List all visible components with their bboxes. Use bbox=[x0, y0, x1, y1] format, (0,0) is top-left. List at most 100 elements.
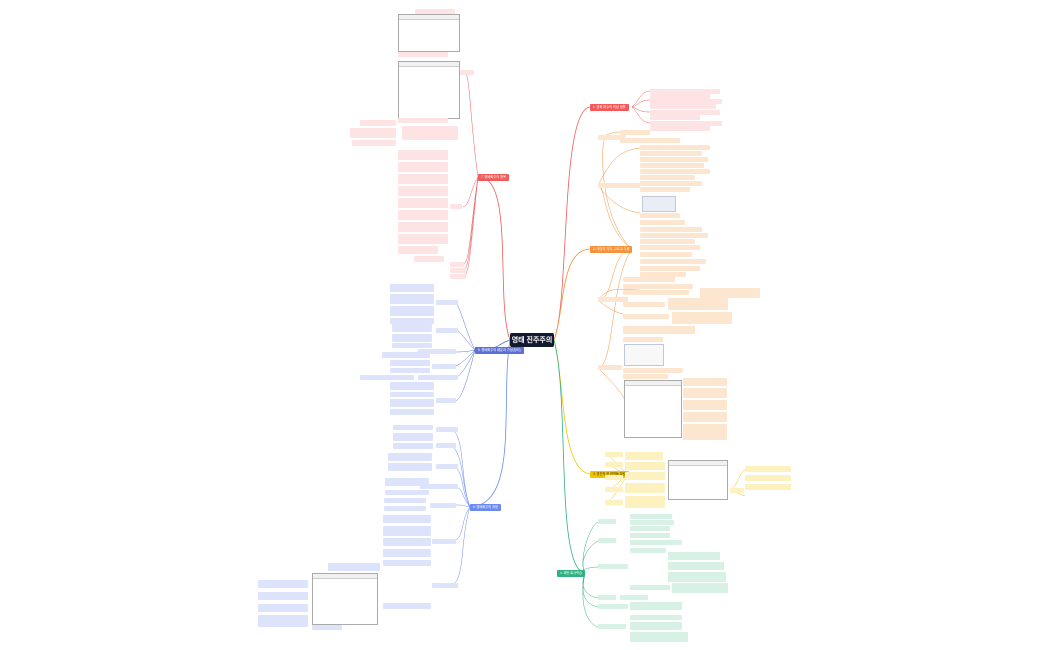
leaf bbox=[258, 604, 308, 612]
branch-6[interactable]: 6. 명배화주의 과정 bbox=[470, 504, 501, 511]
leaf bbox=[668, 552, 720, 560]
leaf bbox=[630, 520, 674, 525]
embedded-table bbox=[668, 460, 728, 500]
connector-b6 bbox=[469, 339, 511, 508]
leaf bbox=[672, 583, 728, 593]
leaf bbox=[390, 318, 434, 324]
embedded-diagram bbox=[624, 344, 664, 366]
leaf bbox=[650, 110, 720, 115]
leaf bbox=[450, 268, 466, 273]
leaf bbox=[623, 368, 683, 373]
leaf bbox=[398, 118, 448, 123]
branch-1[interactable]: 1. 영화 파수의 이십 생활 bbox=[590, 104, 629, 111]
leaf bbox=[258, 615, 308, 627]
leaf bbox=[745, 484, 791, 490]
leaf bbox=[258, 580, 308, 588]
leaf bbox=[623, 302, 665, 307]
leaf bbox=[384, 498, 426, 503]
leaf bbox=[393, 443, 433, 449]
leaf bbox=[415, 9, 455, 14]
leaf bbox=[390, 294, 434, 304]
branch-2[interactable]: 2. 개인의 가치, 고르고 고율 bbox=[590, 246, 633, 253]
leaf bbox=[384, 506, 426, 511]
leaf bbox=[650, 121, 722, 126]
leaf bbox=[430, 503, 456, 508]
leaf bbox=[630, 585, 670, 590]
leaf bbox=[700, 288, 760, 298]
branch-4[interactable]: 4. 패턴 회사학습 bbox=[557, 570, 586, 577]
leaf bbox=[625, 462, 665, 470]
leaf bbox=[623, 337, 663, 342]
leaf bbox=[672, 312, 732, 324]
leaf bbox=[605, 475, 623, 480]
leaf bbox=[625, 496, 665, 508]
leaf bbox=[640, 266, 700, 271]
leaf bbox=[620, 595, 648, 600]
leaf bbox=[640, 175, 695, 180]
branch-3[interactable]: 3. 영진적 한 영역들 알림 bbox=[590, 471, 629, 478]
leaf bbox=[392, 334, 432, 342]
leaf bbox=[398, 222, 448, 232]
leaf bbox=[360, 375, 414, 380]
leaf bbox=[640, 187, 690, 192]
leaf bbox=[620, 130, 650, 135]
leaf bbox=[605, 452, 623, 457]
leaf bbox=[630, 632, 688, 642]
leaf bbox=[418, 375, 458, 380]
branch-5[interactable]: 5. 명배화주의 배분과 가정(정리) bbox=[475, 347, 524, 354]
leaf bbox=[683, 412, 727, 422]
leaf bbox=[650, 104, 716, 109]
leaf bbox=[392, 343, 432, 348]
leaf bbox=[436, 328, 458, 333]
leaf bbox=[432, 583, 458, 588]
leaf bbox=[382, 352, 430, 358]
leaf bbox=[623, 314, 669, 319]
leaf bbox=[398, 150, 448, 160]
leaf bbox=[605, 462, 623, 467]
leaf bbox=[312, 625, 342, 630]
leaf bbox=[623, 374, 668, 379]
leaf bbox=[388, 453, 432, 461]
branch-7[interactable]: 7. 명배화주의 항목 bbox=[478, 174, 509, 181]
leaf bbox=[398, 198, 448, 208]
embedded-image bbox=[642, 196, 676, 212]
leaf bbox=[640, 233, 708, 238]
leaf bbox=[630, 602, 682, 610]
leaf bbox=[460, 70, 474, 75]
leaf bbox=[668, 298, 728, 310]
connector-b4 bbox=[553, 339, 586, 574]
leaf bbox=[625, 483, 665, 493]
leaf bbox=[640, 220, 685, 225]
leaf bbox=[436, 300, 458, 305]
leaf bbox=[450, 262, 464, 267]
embedded-table bbox=[624, 380, 682, 438]
leaf bbox=[414, 256, 444, 262]
leaf bbox=[640, 252, 692, 257]
leaf bbox=[605, 487, 623, 492]
leaf bbox=[598, 564, 628, 569]
connector-b3 bbox=[553, 339, 591, 475]
leaf bbox=[392, 324, 432, 332]
leaf bbox=[398, 234, 448, 244]
leaf bbox=[640, 272, 686, 277]
connector-b1 bbox=[553, 106, 591, 341]
leaf bbox=[630, 526, 670, 531]
embedded-table bbox=[398, 61, 460, 119]
leaf bbox=[398, 174, 448, 184]
leaf bbox=[640, 157, 708, 162]
leaf bbox=[623, 290, 689, 295]
leaf bbox=[620, 138, 680, 143]
leaf bbox=[605, 500, 623, 505]
root-topic[interactable]: 영태 진주주의 bbox=[510, 333, 554, 347]
leaf bbox=[393, 433, 433, 441]
leaf bbox=[630, 540, 682, 545]
leaf bbox=[745, 466, 791, 472]
leaf bbox=[383, 603, 431, 609]
leaf bbox=[730, 488, 744, 493]
embedded-table bbox=[398, 14, 460, 52]
leaf bbox=[450, 274, 466, 279]
leaf bbox=[598, 538, 616, 543]
leaf bbox=[436, 464, 458, 469]
